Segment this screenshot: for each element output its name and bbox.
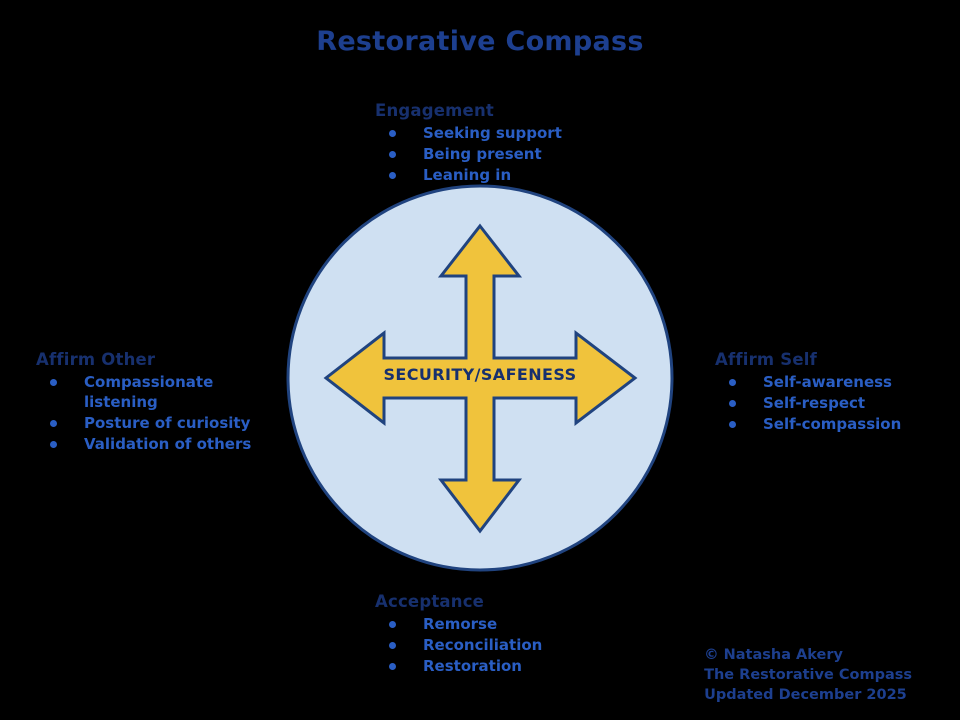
- credit-line-copyright: © Natasha Akery: [704, 647, 843, 663]
- list-item: Compassionate listening: [36, 372, 254, 412]
- bullet-icon: [389, 663, 396, 670]
- quadrant-affirm-self: Affirm Self Self-awareness Self-respect …: [715, 350, 901, 435]
- quadrant-engagement-heading: Engagement: [375, 101, 494, 120]
- list-item-label: Compassionate listening: [84, 373, 214, 411]
- list-item: Being present: [375, 144, 562, 164]
- list-item: Leaning in: [375, 165, 562, 185]
- list-item-label: Leaning in: [423, 166, 512, 184]
- credit-block: © Natasha Akery The Restorative Compass …: [704, 645, 912, 705]
- quadrant-affirm-self-list: Self-awareness Self-respect Self-compass…: [715, 372, 901, 434]
- list-item-label: Seeking support: [423, 124, 562, 142]
- list-item-label: Posture of curiosity: [84, 414, 251, 432]
- list-item-label: Self-respect: [763, 394, 866, 412]
- list-item-label: Reconciliation: [423, 636, 543, 654]
- bullet-icon: [729, 421, 736, 428]
- quadrant-affirm-other: Affirm Other Compassionate listening Pos…: [36, 350, 254, 455]
- bullet-icon: [389, 172, 396, 179]
- quadrant-acceptance-list: Remorse Reconciliation Restoration: [375, 614, 542, 676]
- page-title: Restorative Compass: [316, 26, 644, 57]
- list-item: Posture of curiosity: [36, 413, 254, 433]
- bullet-icon: [729, 400, 736, 407]
- list-item: Seeking support: [375, 123, 562, 143]
- list-item-label: Self-awareness: [763, 373, 892, 391]
- list-item: Remorse: [375, 614, 542, 634]
- credit-line-work-title: The Restorative Compass: [704, 667, 912, 683]
- credit-line-updated: Updated December 2025: [704, 687, 907, 703]
- bullet-icon: [389, 130, 396, 137]
- bullet-icon: [50, 420, 57, 427]
- list-item-label: Restoration: [423, 657, 522, 675]
- quadrant-engagement-list: Seeking support Being present Leaning in: [375, 123, 562, 185]
- quadrant-acceptance: Acceptance Remorse Reconciliation Restor…: [375, 592, 542, 677]
- bullet-icon: [389, 642, 396, 649]
- list-item: Restoration: [375, 656, 542, 676]
- quadrant-affirm-other-heading: Affirm Other: [36, 350, 156, 369]
- list-item: Self-compassion: [715, 414, 901, 434]
- bullet-icon: [50, 441, 57, 448]
- quadrant-engagement: Engagement Seeking support Being present…: [375, 101, 562, 186]
- bullet-icon: [389, 151, 396, 158]
- list-item: Self-awareness: [715, 372, 901, 392]
- compass-graphic: [286, 184, 674, 572]
- four-way-arrow-icon: [323, 223, 638, 534]
- list-item-label: Being present: [423, 145, 542, 163]
- quadrant-affirm-self-heading: Affirm Self: [715, 350, 817, 369]
- list-item-label: Validation of others: [84, 435, 252, 453]
- list-item: Validation of others: [36, 434, 254, 454]
- quadrant-acceptance-heading: Acceptance: [375, 592, 485, 611]
- list-item: Self-respect: [715, 393, 901, 413]
- bullet-icon: [50, 379, 57, 386]
- quadrant-affirm-other-list: Compassionate listening Posture of curio…: [36, 372, 254, 454]
- bullet-icon: [729, 379, 736, 386]
- list-item: Reconciliation: [375, 635, 542, 655]
- list-item-label: Remorse: [423, 615, 498, 633]
- bullet-icon: [389, 621, 396, 628]
- list-item-label: Self-compassion: [763, 415, 902, 433]
